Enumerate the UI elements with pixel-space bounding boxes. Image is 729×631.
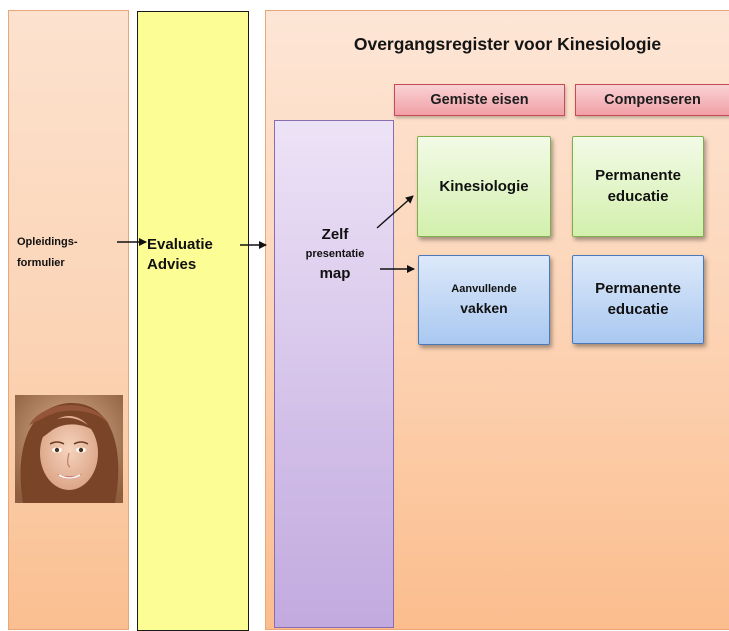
header-missing-requirements: Gemiste eisen: [394, 84, 565, 116]
self-presentation-line2: presentatie: [305, 247, 365, 260]
permanent-education-1-line2: educatie: [607, 187, 669, 205]
self-presentation-line3: map: [319, 264, 351, 282]
self-presentation-line1: Zelf: [321, 226, 349, 243]
additional-subjects-line1: Aanvullende: [451, 282, 517, 295]
training-form-line2: formulier: [17, 256, 65, 269]
evaluation-advice-label: Evaluatie Advies: [147, 235, 247, 276]
self-presentation-label: Zelf presentatie map: [300, 226, 370, 283]
kinesiology-label: Kinesiologie: [439, 178, 529, 195]
permanent-education-1-line1: Permanente: [595, 167, 681, 185]
self-presentation-panel: [274, 120, 394, 628]
permanent-education-box-1: Permanente educatie: [572, 136, 704, 237]
additional-subjects-box: Aanvullende vakken: [418, 255, 550, 345]
portrait-photo: [15, 395, 123, 503]
evaluation-column-panel: [137, 11, 249, 631]
training-form-label: Opleidings- formulier: [17, 232, 117, 274]
permanent-education-2-line2: educatie: [607, 300, 669, 318]
portrait-photo-icon: [15, 395, 123, 503]
training-form-line1: Opleidings-: [17, 236, 78, 248]
left-column-panel: [8, 10, 129, 630]
diagram-title: Overgangsregister voor Kinesiologie: [353, 34, 662, 54]
header-compensate: Compenseren: [575, 84, 729, 116]
evaluation-line2: Advies: [147, 256, 197, 274]
permanent-education-box-2: Permanente educatie: [572, 255, 704, 344]
arrow-to-kinesiology: [376, 195, 414, 229]
permanent-education-2-line1: Permanente: [595, 280, 681, 298]
kinesiology-box: Kinesiologie: [417, 136, 551, 237]
additional-subjects-line2: vakken: [460, 299, 508, 316]
evaluation-line1: Evaluatie: [147, 236, 213, 253]
